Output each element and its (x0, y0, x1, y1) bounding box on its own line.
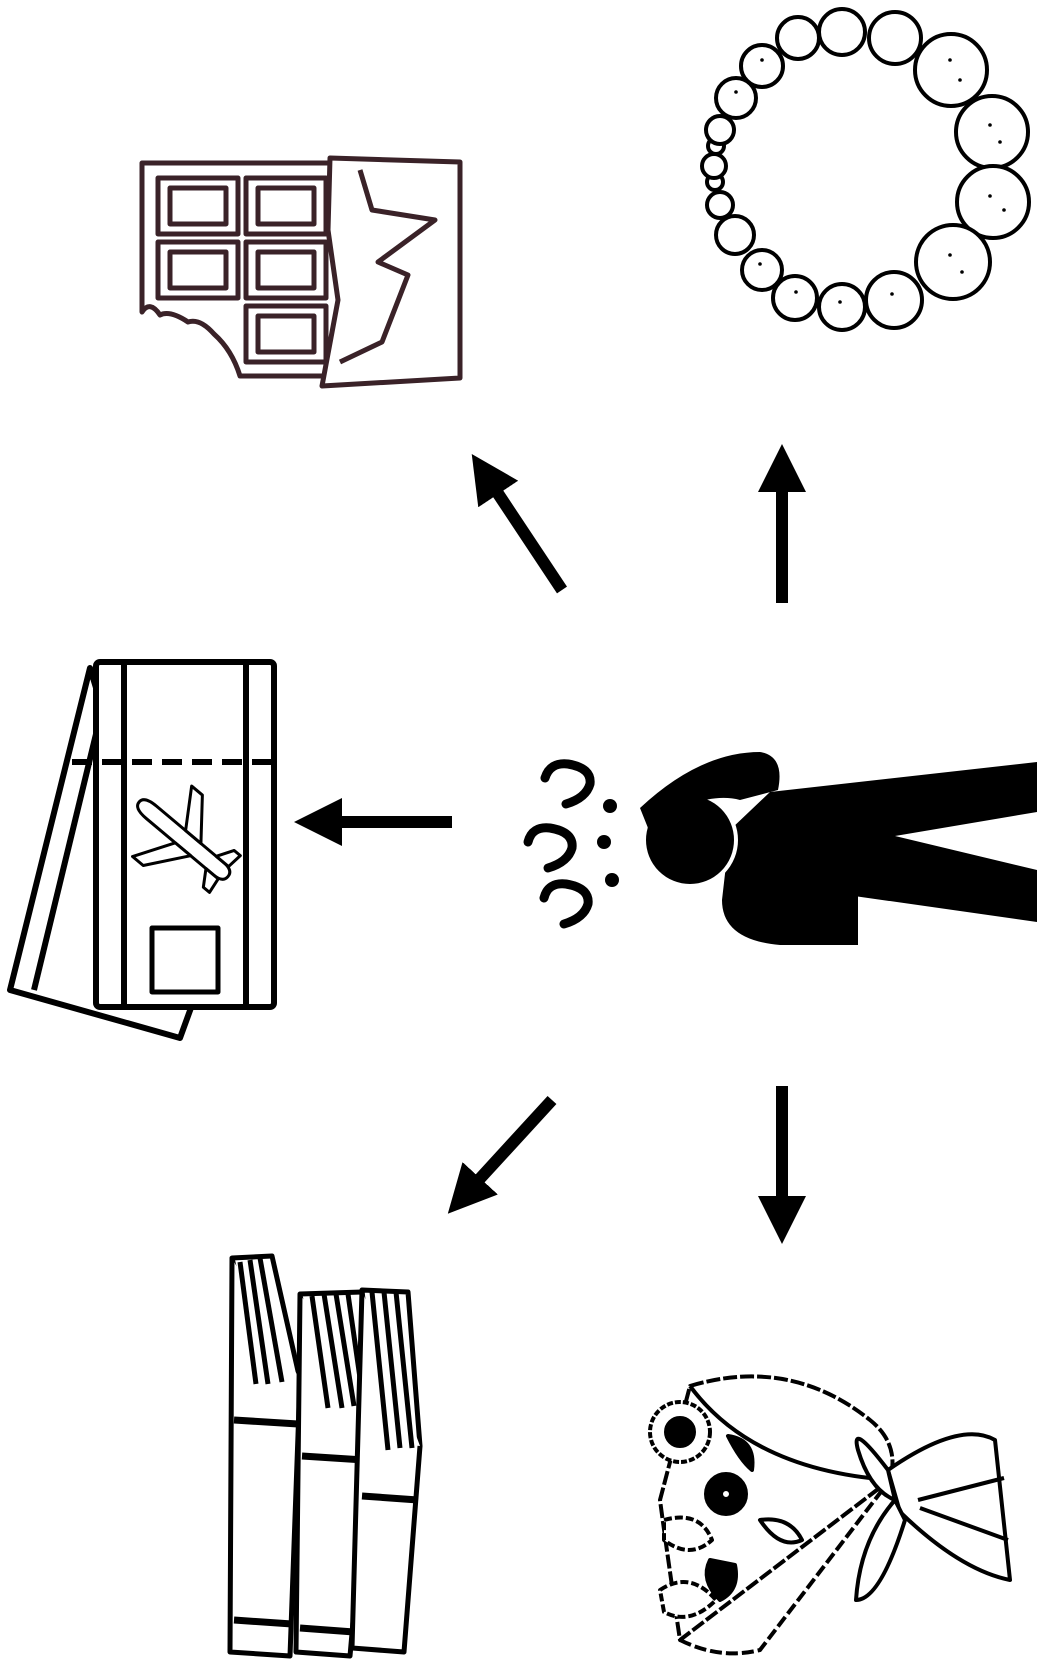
thinking-person-icon (640, 752, 1037, 945)
arrow-up-left (471, 454, 567, 594)
books-icon (227, 1253, 423, 1659)
pearl-bracelet-icon (700, 7, 1031, 332)
arrows (294, 444, 806, 1244)
flower-2 (704, 1472, 748, 1516)
flower-1 (648, 1400, 712, 1464)
airplane-icon (131, 784, 242, 894)
question-marks-icon (523, 759, 619, 929)
chocolate-bar-icon (139, 155, 463, 389)
travel-ticket-icon (7, 659, 277, 1041)
arrow-down-left (447, 1095, 557, 1214)
flower-bouquet-icon (648, 1374, 1012, 1656)
